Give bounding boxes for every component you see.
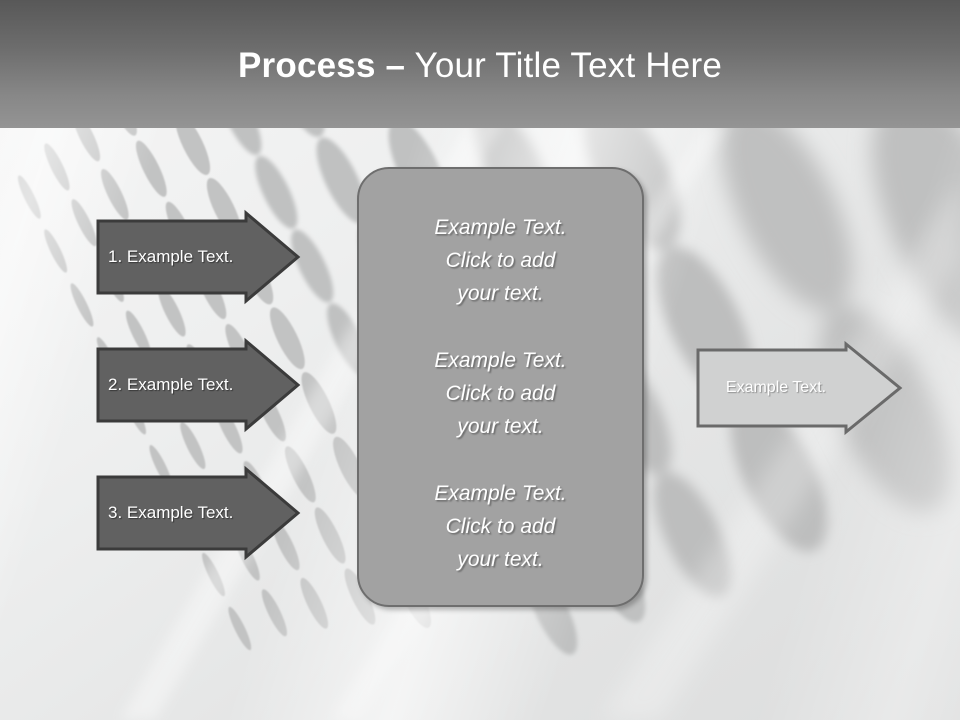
- center-content-box[interactable]: Example Text. Click to add your text. Ex…: [357, 167, 644, 607]
- page-title: Process – Your Title Text Here: [0, 44, 960, 88]
- slide-header-band: Process – Your Title Text Here: [0, 0, 960, 128]
- outcome-arrow[interactable]: Example Text.: [696, 340, 903, 436]
- arrow-right-shape: [96, 209, 301, 305]
- center-paragraph-3: Example Text. Click to add your text.: [434, 482, 567, 571]
- page-title-bold-part: Process –: [238, 46, 406, 85]
- process-step-arrow-1[interactable]: 1. Example Text.: [96, 209, 301, 305]
- center-paragraph-1: Example Text. Click to add your text.: [434, 216, 567, 305]
- center-paragraph-2: Example Text. Click to add your text.: [434, 349, 567, 438]
- arrow-right-shape: [96, 337, 301, 433]
- arrow-right-shape: [96, 465, 301, 561]
- page-title-light-part: Your Title Text Here: [405, 46, 722, 85]
- arrow-right-shape: [696, 340, 903, 436]
- process-step-arrow-3[interactable]: 3. Example Text.: [96, 465, 301, 561]
- process-step-arrow-2[interactable]: 2. Example Text.: [96, 337, 301, 433]
